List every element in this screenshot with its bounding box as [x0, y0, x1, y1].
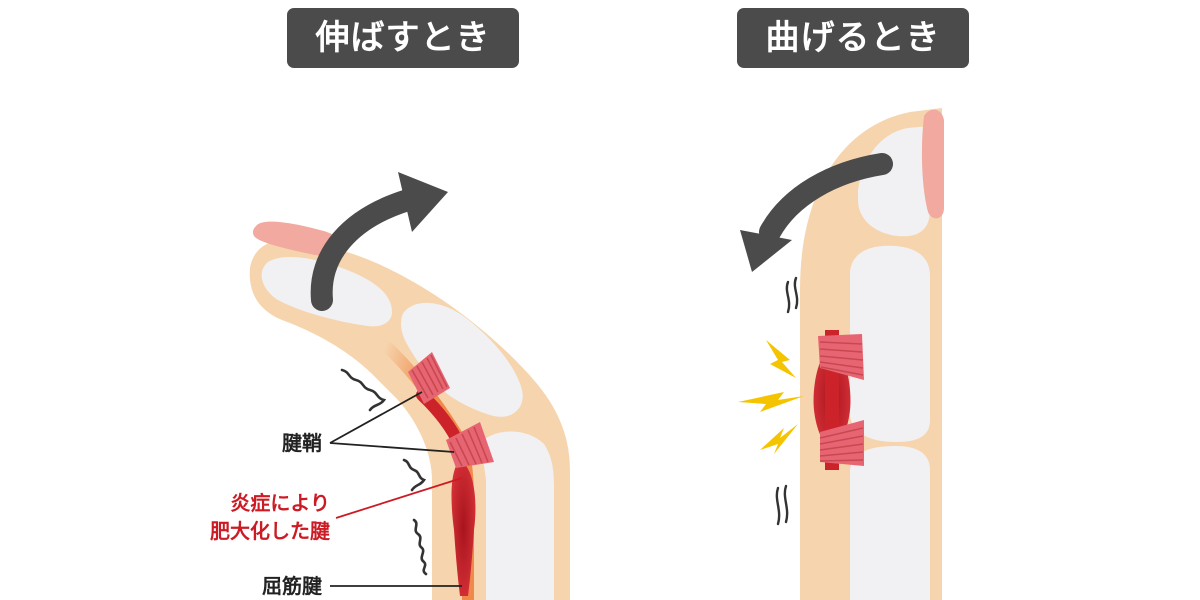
- left-sheath-upper: [408, 352, 450, 404]
- left-sheath-lower: [446, 422, 494, 468]
- extending-finger: [249, 172, 570, 600]
- pain-sparks: [738, 340, 804, 454]
- bend-arrowhead: [740, 230, 792, 272]
- right-proximal-phalanx: [850, 446, 930, 600]
- bend-arrow: [759, 153, 893, 243]
- bend-title: 曲げるとき: [765, 18, 941, 58]
- sheath-label: 腱鞘: [282, 431, 322, 455]
- left-proximal-phalanx: [482, 431, 554, 600]
- right-sheath-lower: [819, 420, 864, 466]
- spark-lower: [760, 424, 798, 454]
- left-middle-phalanx: [401, 302, 523, 417]
- left-vibration-marks: [340, 368, 428, 576]
- left-inflamed-tendon: [451, 460, 476, 596]
- extend-title-badge: 伸ばすとき: [287, 8, 519, 68]
- right-vibration-marks: [775, 276, 799, 526]
- flexor-tendon-label: 屈筋腱: [262, 574, 322, 598]
- left-leader-lines: [329, 391, 462, 587]
- inflamed-label-line1: 炎症により: [230, 491, 330, 515]
- spark-middle: [738, 392, 804, 412]
- right-nail: [921, 109, 944, 219]
- extend-arrowhead: [398, 172, 448, 232]
- extend-title: 伸ばすとき: [315, 18, 491, 58]
- left-nail: [252, 221, 343, 256]
- right-distal-phalanx: [858, 126, 930, 237]
- inflamed-label-line2: 肥大化した腱: [210, 519, 330, 543]
- inflamed-leader-line: [335, 477, 463, 519]
- bend-title-badge: 曲げるとき: [737, 8, 969, 68]
- right-sheath-upper: [818, 334, 864, 380]
- spark-upper: [766, 340, 796, 378]
- right-middle-phalanx: [850, 245, 930, 442]
- extend-arrow: [310, 189, 419, 311]
- bending-finger: [738, 108, 944, 600]
